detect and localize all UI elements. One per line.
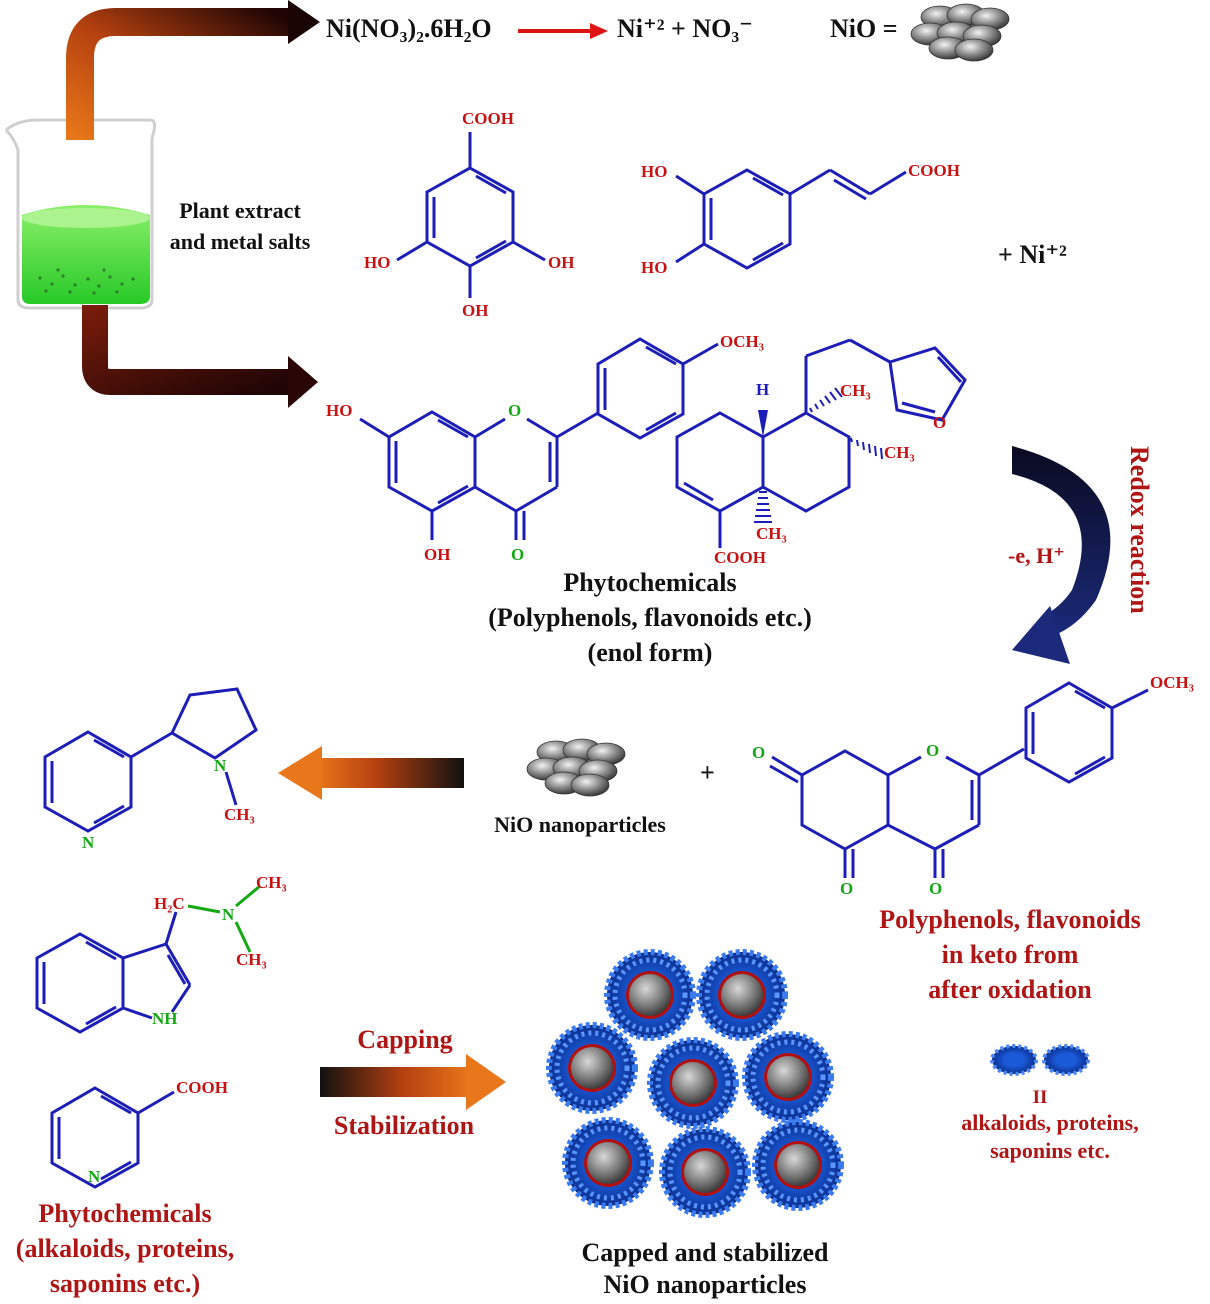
nicotine-ch3: CH₃ bbox=[224, 805, 255, 824]
keto-ring-o: O bbox=[926, 741, 940, 760]
plus-sign: + bbox=[700, 758, 715, 787]
redox-reaction-label: Redox reaction bbox=[1125, 446, 1154, 614]
capped-caption-line1: Capped and stabilized bbox=[581, 1238, 829, 1267]
nio-legend-label: NiO = bbox=[830, 14, 898, 43]
furan-o: O bbox=[933, 413, 947, 432]
phyto-enol-line3: (enol form) bbox=[587, 638, 713, 667]
flavonoid-oh: OH bbox=[424, 545, 451, 564]
dissociated-ions: Ni⁺² + NO₃⁻ bbox=[617, 14, 753, 43]
terpene-cooh: COOH bbox=[714, 548, 766, 567]
flavonoid-keto-o: O bbox=[511, 545, 525, 564]
phyto-alk-line2: (alkaloids, proteins, bbox=[15, 1234, 235, 1263]
stabilization-label: Stabilization bbox=[333, 1111, 475, 1140]
keto-o-bottom-left: O bbox=[840, 879, 854, 898]
flavonoid-ring-o: O bbox=[508, 401, 522, 420]
capped-nanoparticles-cluster bbox=[549, 952, 841, 1215]
flavonoid-ho: HO bbox=[326, 401, 353, 420]
keto-o-bottom-right: O bbox=[929, 879, 943, 898]
beaker-icon bbox=[4, 118, 157, 310]
redox-step-label: -e, H⁺ bbox=[1008, 543, 1065, 568]
gramine-ch3-top: CH₃ bbox=[256, 873, 287, 892]
capping-label: Capping bbox=[357, 1025, 453, 1054]
keto-caption-line3: after oxidation bbox=[928, 975, 1092, 1004]
legend-equals: II bbox=[1032, 1087, 1048, 1108]
keto-o-left: O bbox=[752, 743, 766, 762]
gramine-h2c: H₂C bbox=[154, 894, 185, 913]
phyto-enol-line2: (Polyphenols, flavonoids etc.) bbox=[488, 603, 812, 632]
plus-nickel-ion: + Ni⁺² bbox=[998, 240, 1067, 269]
gramine-n: N bbox=[222, 905, 235, 924]
beaker-label-line2: and metal salts bbox=[169, 229, 311, 254]
nicotine-pyrrolidine-n: N bbox=[214, 756, 227, 775]
phyto-alk-line1: Phytochemicals bbox=[38, 1199, 212, 1228]
caffeic-ho-bottom: HO bbox=[641, 258, 668, 277]
keto-caption-line1: Polyphenols, flavonoids bbox=[879, 905, 1141, 934]
phyto-alk-line3: saponins etc.) bbox=[49, 1269, 201, 1298]
nickel-nitrate-formula: Ni(NO₃)₂.6H₂O bbox=[326, 14, 492, 43]
gallic-cooh: COOH bbox=[462, 109, 514, 128]
nicotinic-cooh: COOH bbox=[176, 1078, 228, 1097]
nio-nanoparticles-label: NiO nanoparticles bbox=[494, 812, 666, 837]
legend-line1: alkaloids, proteins, bbox=[961, 1110, 1139, 1135]
gallic-oh-right: OH bbox=[548, 253, 575, 272]
terpene-ch3-bottom: CH₃ bbox=[756, 524, 787, 543]
capped-caption-line2: NiO nanoparticles bbox=[603, 1270, 807, 1299]
nicotinic-n: N bbox=[88, 1167, 101, 1186]
keto-caption-line2: in keto from bbox=[941, 940, 1079, 969]
caffeic-ho-top: HO bbox=[641, 162, 668, 181]
gallic-ho-left: HO bbox=[364, 253, 391, 272]
terpene-h: H bbox=[756, 380, 770, 399]
legend-line2: saponins etc. bbox=[990, 1138, 1110, 1163]
gallic-oh-bottom: OH bbox=[462, 301, 489, 320]
caffeic-cooh: COOH bbox=[908, 161, 960, 180]
gramine-nh: NH bbox=[152, 1009, 178, 1028]
phyto-enol-line1: Phytochemicals bbox=[563, 568, 737, 597]
terpene-ch3-right: CH₃ bbox=[884, 443, 915, 462]
keto-och3: OCH₃ bbox=[1150, 673, 1194, 692]
terpene-ch3-top: CH₃ bbox=[840, 381, 871, 400]
gramine-ch3-bottom: CH₃ bbox=[236, 950, 267, 969]
nicotine-pyridine-n: N bbox=[82, 833, 95, 852]
flavonoid-och3: OCH₃ bbox=[720, 332, 764, 351]
beaker-label-line1: Plant extract bbox=[179, 198, 301, 223]
